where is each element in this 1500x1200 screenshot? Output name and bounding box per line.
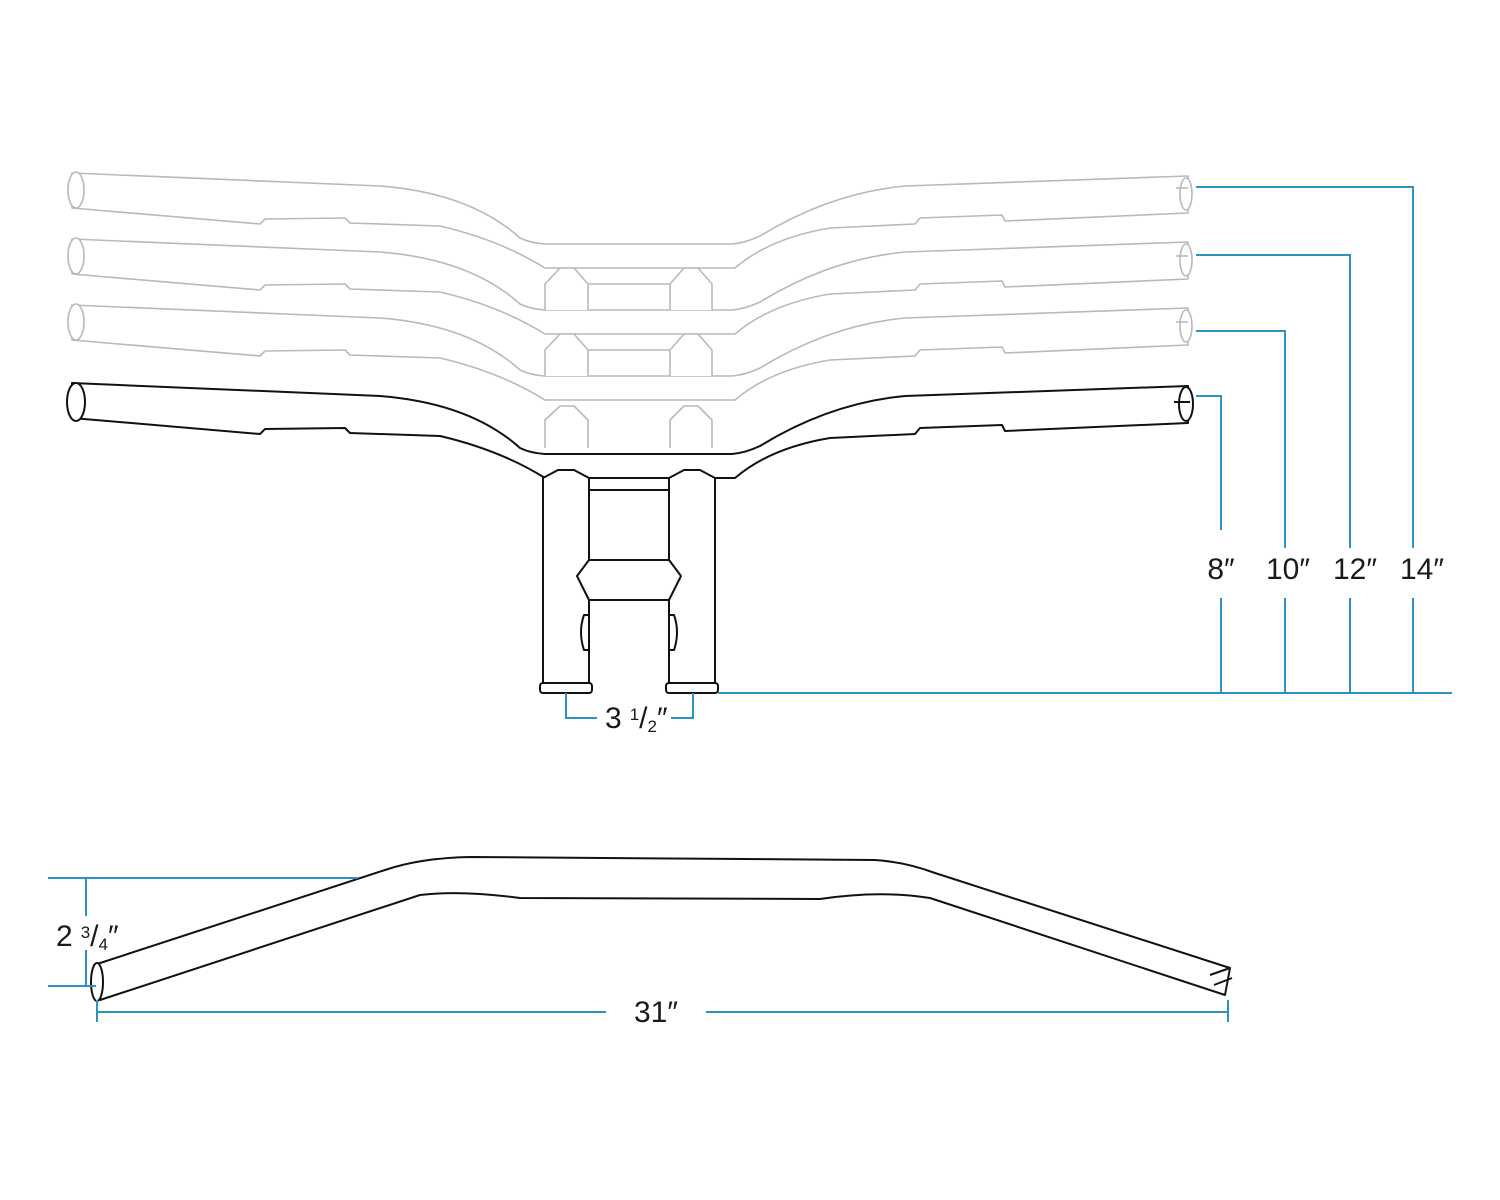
rise-labels: 8″ 10″ 12″ 14″ [1207, 553, 1444, 586]
rise-label-8: 8″ [1207, 553, 1235, 586]
ghost-bar-10 [67, 303, 1193, 401]
rise-label-14: 14″ [1400, 553, 1444, 586]
rise-label-10: 10″ [1266, 553, 1310, 586]
ghost-bar-14 [67, 171, 1193, 269]
rise-label-12: 12″ [1333, 553, 1377, 586]
rise-dimension-lines [718, 186, 1452, 694]
width-dimension: 31″ [96, 996, 1229, 1029]
riser-assembly [539, 469, 719, 694]
handlebar-8-inch [66, 382, 1194, 479]
width-label: 31″ [634, 996, 678, 1029]
ghost-bar-12 [67, 237, 1193, 335]
handlebar-side-profile [93, 856, 1231, 1001]
ghost-riser-stubs [544, 405, 713, 448]
